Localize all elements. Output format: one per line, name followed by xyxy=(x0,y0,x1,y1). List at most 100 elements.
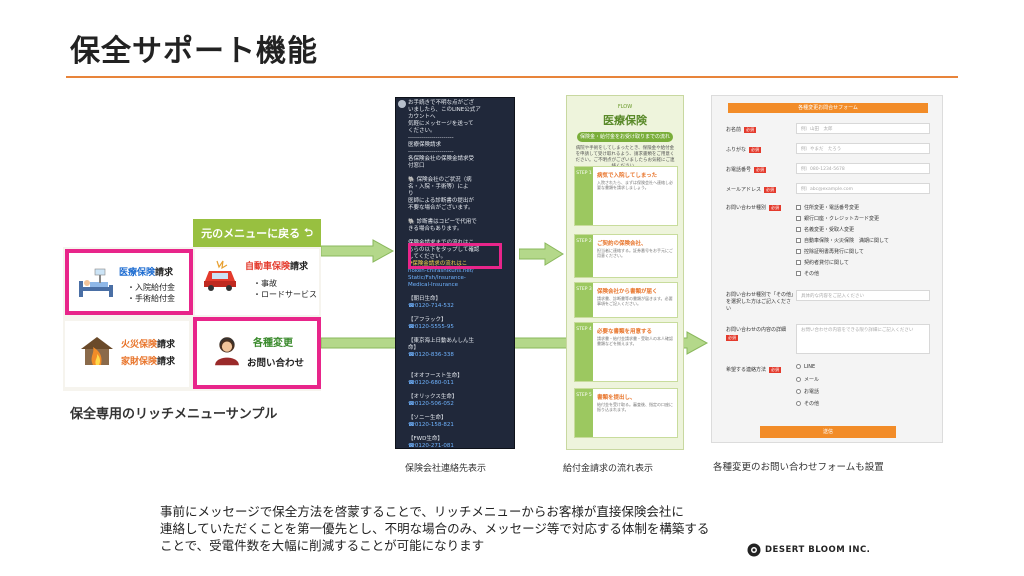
inquiry-form: 各種変更お問合せフォーム お名前必須 例）山田 太郎 ふりがな必須 例）やまだ … xyxy=(711,95,943,443)
contact-radio[interactable]: メール xyxy=(796,376,819,383)
chat-line xyxy=(396,331,514,338)
chat-line: 【朝日生命】 xyxy=(408,296,442,302)
inquiry-title: お問い合わせ xyxy=(247,358,305,369)
chat-line: 【オオフースト生命】 xyxy=(408,373,463,379)
flow-step-num: STEP 1 xyxy=(575,167,593,225)
claim-flow-document: FLOW 医療保険 保険金・給付金をお受け取りまでの流れ 病院や手術をしてしまっ… xyxy=(566,95,684,450)
contact-option-label: LINE xyxy=(804,364,816,370)
medical-item: ・入院給付金 xyxy=(127,283,175,292)
flow-step-body: 給付金を受け取る。審査後、指定の口座に振り込まれます。 xyxy=(597,402,673,412)
checkbox-icon xyxy=(796,227,801,232)
chat-line: いましたら、このLINE公式ア xyxy=(408,107,481,113)
kind-option-label: 名義変更・受取人変更 xyxy=(804,227,855,233)
auto-title-suffix: 請求 xyxy=(290,262,309,272)
chat-link-line[interactable]: ☎0120-271-081 xyxy=(408,443,454,449)
contact-radio[interactable]: お電話 xyxy=(796,388,819,395)
chat-line xyxy=(396,289,514,296)
fire-claim-button[interactable]: 火災保険請求 家財保険請求 xyxy=(65,321,189,387)
checkbox-icon xyxy=(796,260,801,265)
kind-checkbox[interactable]: 銀行口座・クレジットカード変更 xyxy=(796,215,879,222)
chat-screenshot: お手続きで不明な点がございましたら、このLINE公式アカウントへ気軽にメッセージ… xyxy=(395,97,515,449)
detail-textarea[interactable]: お問い合わせの内容をできる限り詳細にご記入ください xyxy=(796,324,930,354)
chat-link-line[interactable]: ☎0120-5555-95 xyxy=(408,324,454,330)
contact-radio[interactable]: LINE xyxy=(796,364,815,370)
contact-radio[interactable]: その他 xyxy=(796,400,819,407)
company-logo: DESERT BLOOM INC. xyxy=(747,543,870,557)
kind-option-label: その他 xyxy=(804,271,820,277)
form-header: 各種変更お問合せフォーム xyxy=(728,103,928,113)
flow-step-body: 担当者に連絡する。証券番号をお手元にご用意ください。 xyxy=(597,248,673,258)
chat-line: 【オリックス生命】 xyxy=(408,394,458,400)
auto-claim-button[interactable]: 自動車保険請求 ・事故 ・ロードサービス xyxy=(195,249,319,315)
contents-title: 家財保険 xyxy=(121,357,158,367)
flow-subtitle: 保険金・給付金をお受け取りまでの流れ xyxy=(577,132,673,142)
required-badge: 必須 xyxy=(744,126,757,133)
change-inquiry-button[interactable]: 各種変更 お問い合わせ xyxy=(193,317,321,389)
flow-title: 医療保険 xyxy=(603,114,647,127)
chat-link-line[interactable]: ☎0120-714-532 xyxy=(408,303,454,309)
medical-claim-button[interactable]: 医療保険請求 ・入院給付金 ・手術給付金 xyxy=(65,249,193,315)
description: 事前にメッセージで保全方法を啓蒙することで、リッチメニューからお客様が直接保険会… xyxy=(160,503,709,554)
other-field[interactable]: 具体的な内容をご記入ください xyxy=(796,290,930,301)
chat-line: 気軽にメッセージを送って xyxy=(408,121,474,127)
chat-link-line[interactable]: ☎0120-506-052 xyxy=(408,401,454,407)
chat-link-line[interactable]: Static/Fsh/Insurance- xyxy=(408,275,466,281)
radio-icon xyxy=(796,364,801,369)
chat-link-line[interactable]: Medical-Insurance xyxy=(408,282,459,288)
phone-field[interactable]: 例）080-1234-5678 xyxy=(796,163,930,174)
flow-step-title: 必要な書類を用意する xyxy=(597,329,653,335)
checkbox-icon xyxy=(796,205,801,210)
chat-link-line[interactable]: hoken-chirashikuns.net/ xyxy=(408,268,474,274)
chat-line: 【東京海上日動あんしん生 xyxy=(408,338,475,344)
checkbox-icon xyxy=(796,249,801,254)
kind-checkbox[interactable]: 住所変更・電話番号変更 xyxy=(796,204,859,211)
checkbox-icon xyxy=(796,238,801,243)
radio-icon xyxy=(796,377,801,382)
chat-line xyxy=(396,359,514,366)
kind-checkbox[interactable]: 名義変更・受取人変更 xyxy=(796,226,854,233)
operator-icon xyxy=(215,337,239,366)
chat-line: 不要な場合がございます。 xyxy=(408,205,474,211)
back-to-menu-button[interactable]: 元のメニューに戻る ⮌ xyxy=(193,219,321,247)
chat-line: カウントへ xyxy=(408,114,436,120)
kind-option-label: 自動車保険・火災保険 満期に関して xyxy=(804,238,889,244)
kind-checkbox[interactable]: 契約者貸付に関して xyxy=(796,259,849,266)
flow-step-title: 書類を提出し、 xyxy=(597,395,636,401)
chat-link-line[interactable]: ☎0120-836-338 xyxy=(408,352,454,358)
chat-line: ----------------------- xyxy=(408,149,454,155)
chat-line xyxy=(396,233,514,240)
return-arrow-icon: ⮌ xyxy=(304,225,313,239)
chat-line xyxy=(396,429,514,436)
kind-checkbox[interactable]: 自動車保険・火災保険 満期に関して xyxy=(796,237,889,244)
chat-link-line[interactable]: ☎0120-680-011 xyxy=(408,380,454,386)
flow-step-num: STEP 2 xyxy=(575,235,593,277)
chat-line: ▼保険金請求の流れはこ xyxy=(408,261,468,267)
kind-checkbox[interactable]: 控除証明書再発行に関して xyxy=(796,248,864,255)
kana-field[interactable]: 例）やまだ たろう xyxy=(796,143,930,154)
chat-line: ください。 xyxy=(408,128,436,134)
email-field[interactable]: 例）abc@example.com xyxy=(796,183,930,194)
kind-checkbox[interactable]: その他 xyxy=(796,270,819,277)
flow-step-body: 請求書、診断書等の書類が届きます。必要事項をご記入ください。 xyxy=(597,296,673,306)
contact-label: 希望する連絡方法 xyxy=(726,367,767,373)
contact-option-label: お電話 xyxy=(804,389,820,395)
name-field[interactable]: 例）山田 太郎 xyxy=(796,123,930,134)
required-badge: 必須 xyxy=(769,366,782,373)
contact-option-label: その他 xyxy=(804,401,820,407)
kana-label: ふりがな xyxy=(726,147,747,153)
flow-step-num: STEP 5 xyxy=(575,389,593,437)
auto-title: 自動車保険 xyxy=(245,262,291,272)
submit-button[interactable]: 送信 xyxy=(760,426,896,438)
flow-tag: FLOW xyxy=(617,104,633,110)
title-divider xyxy=(66,76,958,78)
company-name: DESERT BLOOM INC. xyxy=(765,545,871,555)
checkbox-icon xyxy=(796,216,801,221)
chat-link-line[interactable]: ☎0120-158-821 xyxy=(408,422,454,428)
arrow-to-flow-icon xyxy=(519,242,564,266)
fire-title: 火災保険 xyxy=(121,340,158,350)
chat-line: 【ソニー生命】 xyxy=(408,415,447,421)
car-accident-icon xyxy=(204,260,236,291)
page-title: 保全サポート機能 xyxy=(70,34,318,69)
